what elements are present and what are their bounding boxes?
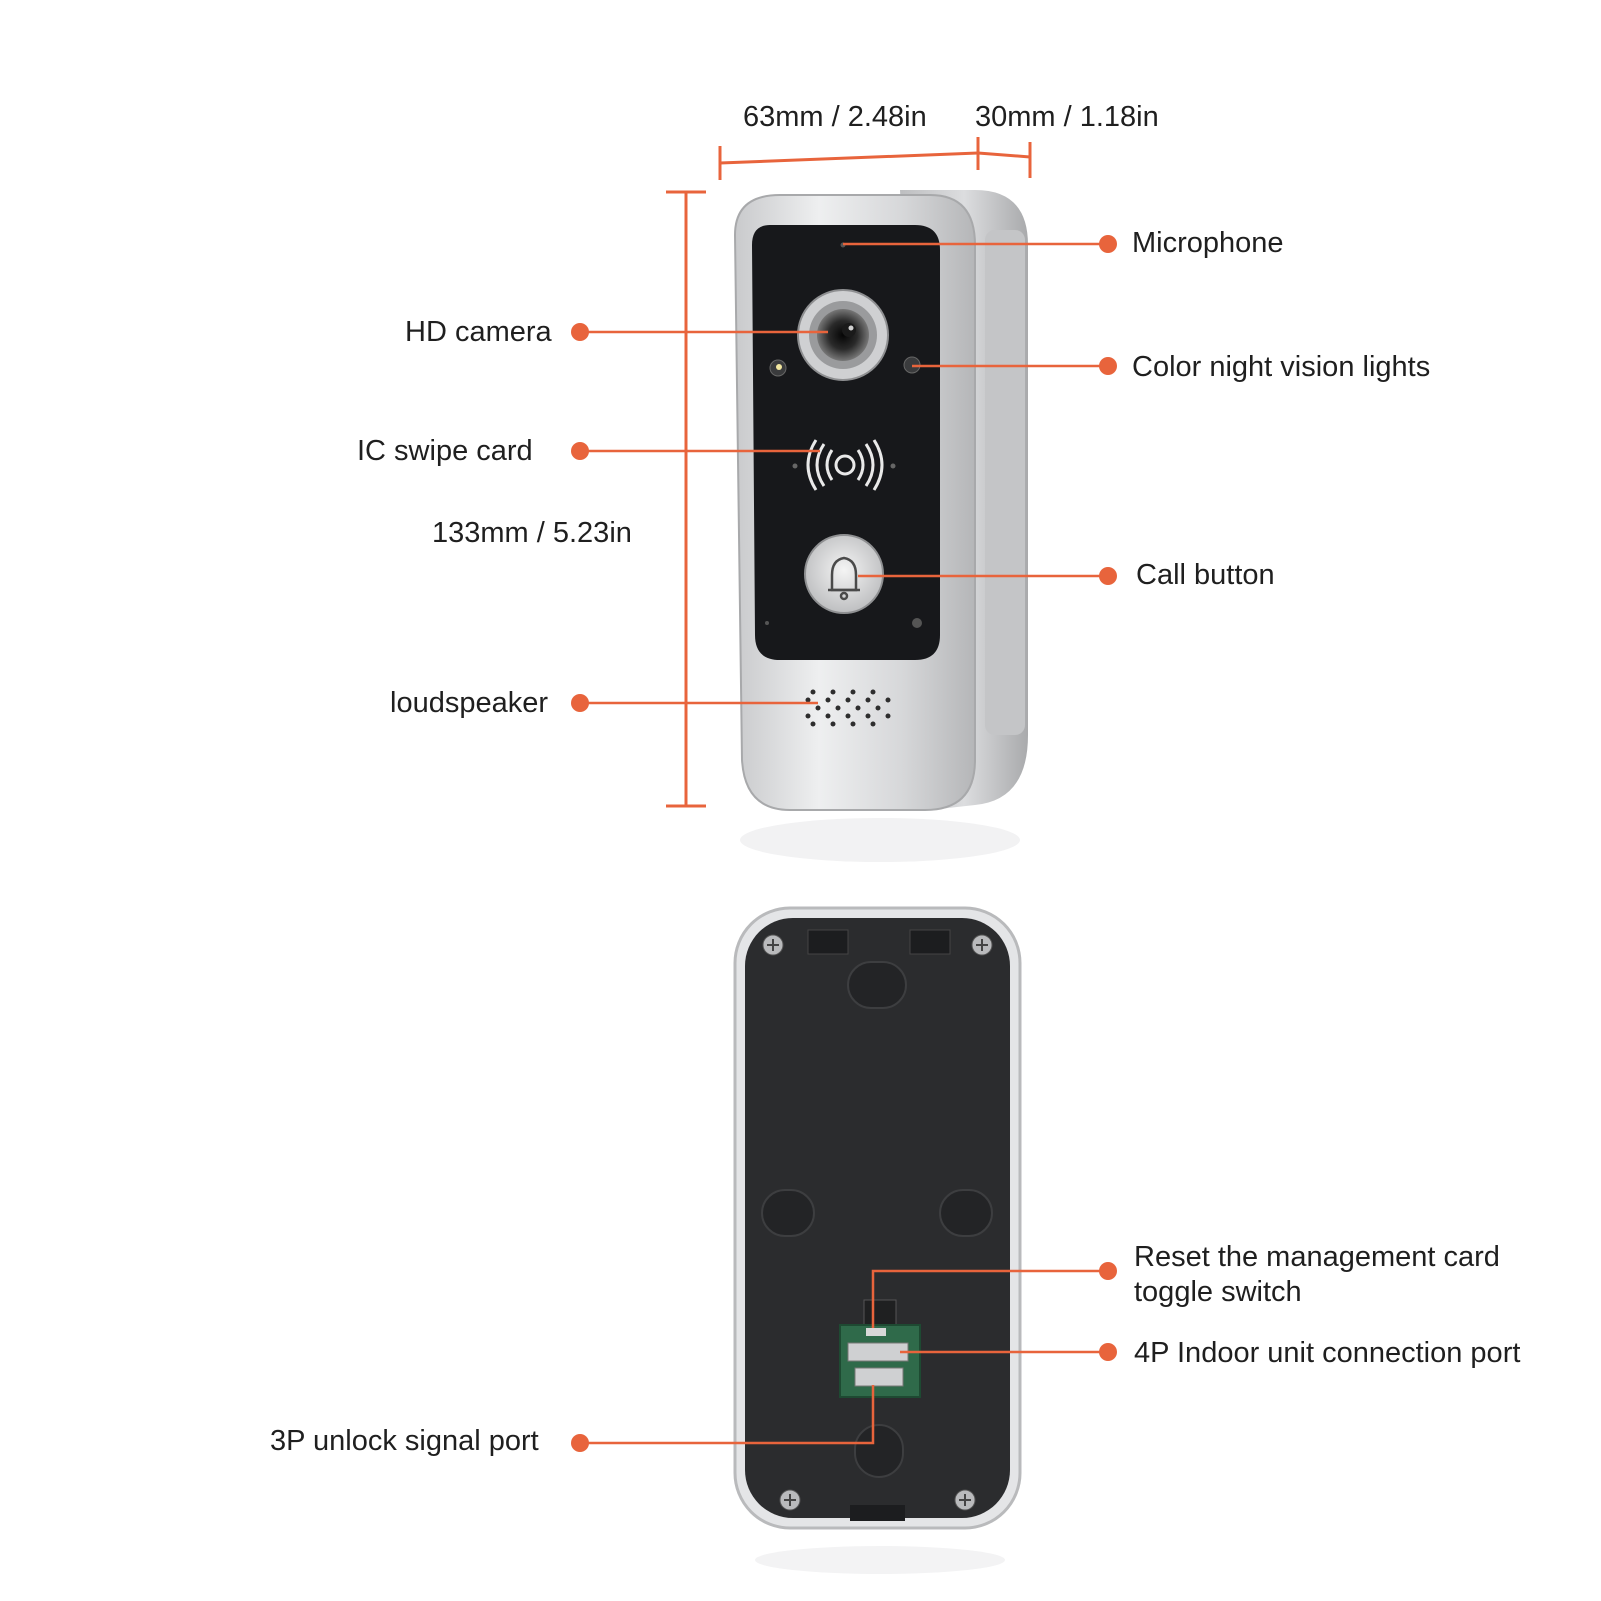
call-button[interactable] [804,534,884,614]
width-label: 63mm / 2.48in [743,101,927,133]
faceplate-dot [792,463,798,469]
night-light-left-glow [776,364,782,370]
mount-hole [847,961,907,1009]
reset-switch-label-line1: Reset the management card [1134,1241,1500,1273]
depth-dimension-line [977,151,1031,159]
reflection [740,818,1020,862]
callout-dot [571,1434,589,1452]
reset-switch-label-line2: toggle switch [1134,1276,1302,1308]
light-sensor [912,618,922,628]
camera-lens-icon [797,289,889,381]
callout-dot [1099,1262,1117,1280]
callout-dot [1099,1343,1117,1361]
leader-reset-switch [871,1269,1108,1328]
screw-icon [971,934,993,956]
leader-port-3p [580,1385,875,1445]
back-clip [909,929,951,955]
screw-icon [779,1489,801,1511]
mount-rail [985,230,1025,735]
depth-label: 30mm / 1.18in [975,101,1159,133]
faceplate-dot [765,621,769,625]
speaker-grille-icon [805,689,891,727]
back-view [733,906,1022,1574]
callout-dot [1099,235,1117,253]
bottom-slot [850,1505,905,1521]
microphone-label: Microphone [1132,227,1284,259]
width-dimension-line [719,151,979,165]
loudspeaker-label: loudspeaker [390,687,548,719]
port-3p-label: 3P unlock signal port [270,1425,539,1457]
port-4p [847,1342,909,1362]
callout-dot [571,323,589,341]
callout-dot [1099,567,1117,585]
mount-hole [939,1189,993,1237]
back-clip [807,929,849,955]
reflection [755,1546,1005,1574]
port-3p [854,1367,904,1387]
front-view [733,190,1028,862]
callout-dots [571,235,1117,1452]
hd-camera-label: HD camera [405,316,552,348]
callout-dot [571,442,589,460]
call-button-label: Call button [1136,559,1275,591]
bell-icon [828,556,860,601]
nfc-card-icon [806,439,884,491]
leader-lines [580,242,1108,1445]
screw-icon [762,934,784,956]
ic-card-label: IC swipe card [357,435,533,467]
port-4p-label: 4P Indoor unit connection port [1134,1337,1521,1369]
reset-toggle-switch[interactable] [866,1328,886,1336]
faceplate-dot [890,463,896,469]
height-label: 133mm / 5.23in [432,517,632,549]
back-panel [745,918,1010,1518]
mount-hole [761,1189,815,1237]
night-vision-label: Color night vision lights [1132,351,1431,383]
callout-dot [1099,357,1117,375]
screw-icon [954,1489,976,1511]
callout-dot [571,694,589,712]
mount-hole [854,1424,904,1478]
